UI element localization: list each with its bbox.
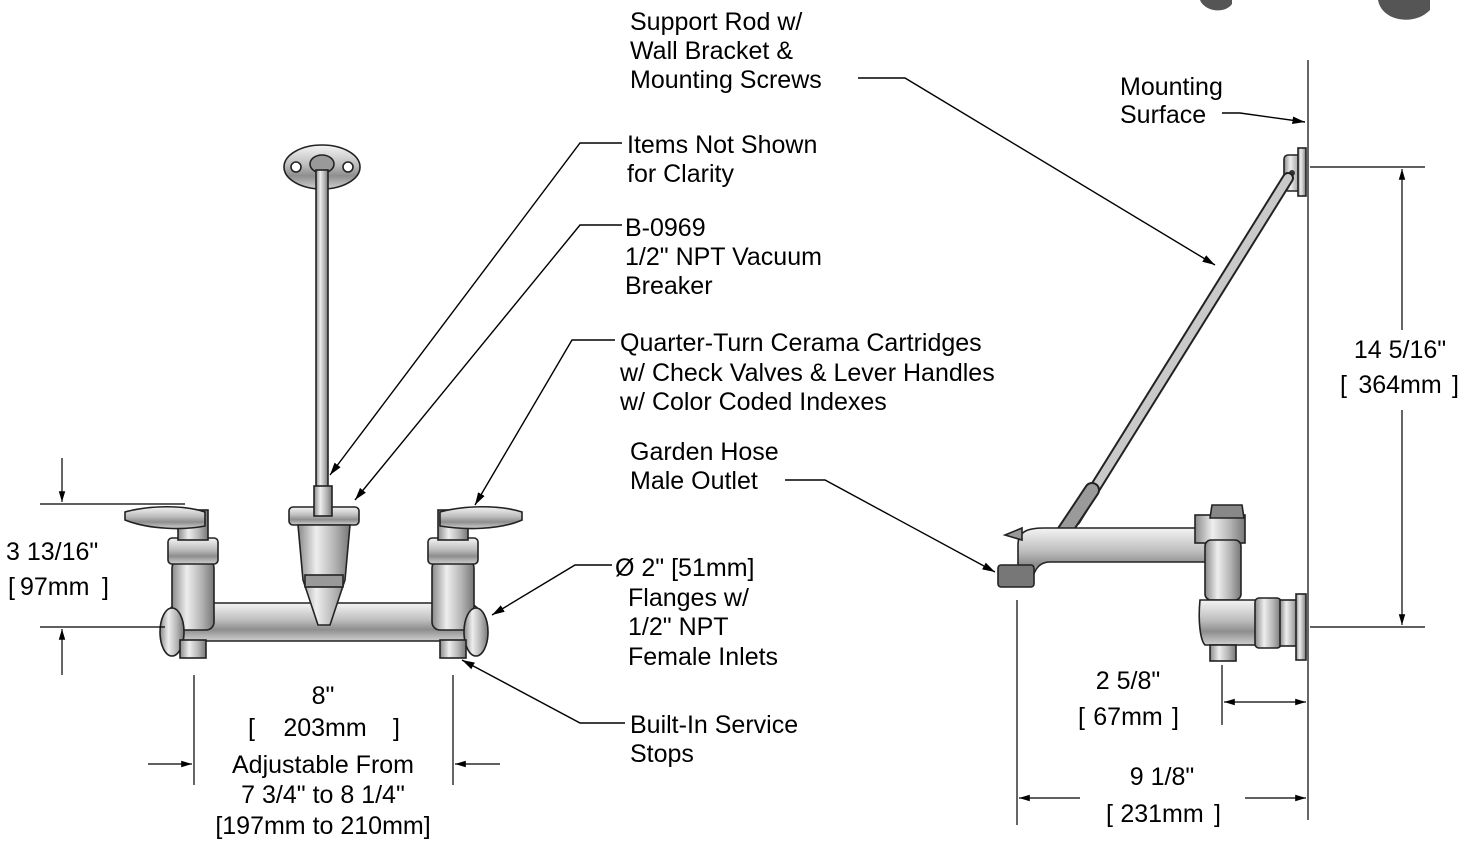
dim-rod-height — [1310, 166, 1425, 628]
svg-text:231mm: 231mm — [1120, 800, 1203, 828]
svg-text:Adjustable From: Adjustable From — [232, 751, 414, 779]
dim-text-spout-depth: 9 1/8" [ 231mm ] — [1106, 763, 1221, 828]
svg-text:Stops: Stops — [630, 740, 694, 768]
dim-text-valve-depth: 2 5/8" [ 67mm ] — [1078, 667, 1179, 731]
svg-text:364mm: 364mm — [1358, 371, 1441, 399]
svg-text:[: [ — [248, 714, 255, 742]
svg-text:2 5/8": 2 5/8" — [1096, 667, 1160, 695]
right-valve — [427, 505, 523, 659]
svg-text:Surface: Surface — [1120, 101, 1206, 129]
svg-text:Wall Bracket &: Wall Bracket & — [630, 37, 793, 65]
callout-cartridges: Quarter-Turn Cerama Cartridges w/ Check … — [619, 329, 995, 416]
svg-text:1/2" NPT Vacuum: 1/2" NPT Vacuum — [625, 243, 822, 271]
svg-text:8": 8" — [312, 682, 335, 710]
spout — [997, 526, 1211, 588]
partial-part-topright-b — [1378, 0, 1430, 20]
hose-outlet — [997, 564, 1035, 588]
svg-text:]: ] — [1214, 800, 1221, 828]
svg-text:Mounting: Mounting — [1120, 73, 1223, 101]
svg-text:Mounting Screws: Mounting Screws — [630, 66, 822, 94]
svg-text:Built-In Service: Built-In Service — [630, 711, 798, 739]
callout-flanges: Ø 2" [51mm] Flanges w/ 1/2" NPT Female I… — [615, 554, 778, 671]
dim-text-centers: 8" [ 203mm ] Adjustable From 7 3/4" to 8… — [215, 682, 430, 840]
side-flange — [1295, 593, 1307, 661]
svg-text:Breaker: Breaker — [625, 272, 713, 300]
callout-mounting-surface: Mounting Surface — [1120, 73, 1223, 129]
callout-support-rod: Support Rod w/ Wall Bracket & Mounting S… — [630, 8, 822, 94]
lever-handle-right — [439, 505, 523, 530]
dim-text-handle-height: 3 13/16" [ 97mm ] — [6, 538, 109, 601]
svg-text:for Clarity: for Clarity — [627, 160, 734, 188]
front-view-faucet — [124, 144, 523, 659]
callout-vacuum-breaker: B-0969 1/2" NPT Vacuum Breaker — [625, 214, 822, 300]
svg-text:7 3/4" to 8 1/4": 7 3/4" to 8 1/4" — [241, 781, 405, 809]
svg-text:[: [ — [8, 573, 15, 601]
svg-text:97mm: 97mm — [20, 573, 89, 601]
svg-text:Quarter-Turn Cerama Cartridges: Quarter-Turn Cerama Cartridges — [620, 329, 982, 357]
leader-lines — [329, 77, 1306, 724]
svg-text:]: ] — [1172, 703, 1179, 731]
svg-text:]: ] — [393, 714, 400, 742]
callout-service-stops: Built-In Service Stops — [630, 711, 798, 768]
support-rod-side — [1054, 172, 1294, 543]
svg-text:Support Rod w/: Support Rod w/ — [630, 8, 802, 36]
svg-text:]: ] — [102, 573, 109, 601]
svg-text:203mm: 203mm — [283, 714, 366, 742]
svg-text:67mm: 67mm — [1093, 703, 1162, 731]
svg-text:[: [ — [1106, 800, 1113, 828]
callout-garden-hose: Garden Hose Male Outlet — [630, 438, 779, 495]
svg-text:14 5/16": 14 5/16" — [1354, 336, 1446, 364]
svg-text:]: ] — [1452, 371, 1459, 399]
dim-centers — [148, 675, 500, 785]
wall-bracket-front — [283, 144, 361, 190]
partial-part-topright-a — [1200, 0, 1232, 11]
svg-text:1/2" NPT: 1/2" NPT — [628, 613, 729, 641]
dim-handle-height — [40, 458, 185, 675]
svg-text:Flanges w/: Flanges w/ — [628, 584, 749, 612]
callout-items-not-shown: Items Not Shown for Clarity — [627, 131, 817, 188]
svg-text:w/ Color Coded Indexes: w/ Color Coded Indexes — [619, 388, 887, 416]
svg-text:[: [ — [1340, 371, 1347, 399]
dim-spout-depth — [1016, 600, 1306, 825]
lever-handle-left — [124, 505, 206, 530]
svg-text:w/ Check Valves & Lever Handle: w/ Check Valves & Lever Handles — [619, 359, 995, 387]
support-rod-front — [315, 169, 329, 491]
svg-text:3 13/16": 3 13/16" — [6, 538, 98, 566]
svg-text:Male Outlet: Male Outlet — [630, 467, 758, 495]
svg-text:9 1/8": 9 1/8" — [1130, 763, 1194, 791]
svg-text:[197mm to 210mm]: [197mm to 210mm] — [215, 812, 430, 840]
dim-valve-depth — [1221, 665, 1306, 725]
vacuum-breaker — [288, 485, 360, 626]
svg-text:Ø 2" [51mm]: Ø 2" [51mm] — [615, 554, 754, 582]
svg-text:Garden Hose: Garden Hose — [630, 438, 779, 466]
svg-text:Items Not Shown: Items Not Shown — [627, 131, 817, 159]
svg-text:[: [ — [1078, 703, 1085, 731]
svg-text:B-0969: B-0969 — [625, 214, 706, 242]
side-lever — [1209, 504, 1245, 519]
side-valve — [1194, 504, 1307, 662]
side-view-faucet — [997, 0, 1430, 662]
dim-text-rod-height: 14 5/16" [ 364mm ] — [1340, 336, 1459, 399]
left-valve — [124, 505, 219, 659]
svg-text:Female Inlets: Female Inlets — [628, 643, 778, 671]
